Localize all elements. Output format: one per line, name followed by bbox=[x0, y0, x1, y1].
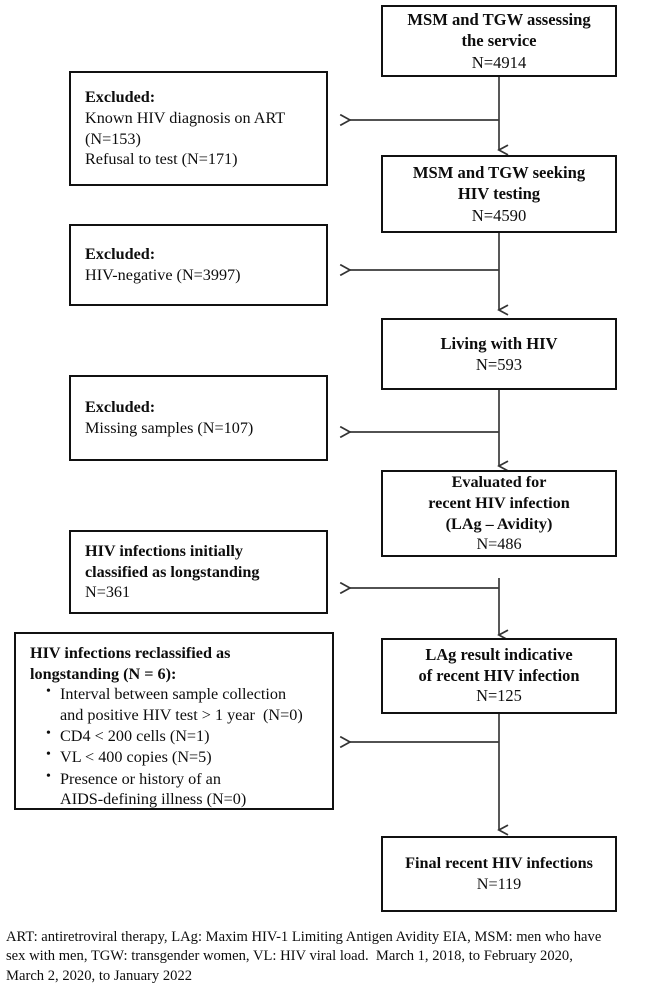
node-seeking-line-2: HIV testing bbox=[457, 184, 541, 204]
node-reclassified-heading-2: longstanding (N = 6): bbox=[30, 664, 177, 683]
node-assessing-count: N=4914 bbox=[471, 52, 527, 72]
list-item: VL < 400 copies (N=5) bbox=[46, 746, 303, 767]
footnote-line-3: March 2, 2020, to January 2022 bbox=[6, 967, 193, 984]
node-lag-result: LAg result indicative of recent HIV infe… bbox=[381, 638, 617, 714]
node-evaluated-line-3: (LAg – Avidity) bbox=[445, 514, 553, 533]
node-excluded-2: Excluded: HIV-negative (N=3997) bbox=[69, 224, 328, 306]
node-excluded-2-line-1: HIV-negative (N=3997) bbox=[85, 266, 241, 284]
reclassified-bullet-1-line-1: Interval between sample collection bbox=[60, 685, 287, 704]
node-assessing-line-2: the service bbox=[461, 31, 537, 51]
node-initially-longstanding-count: N=361 bbox=[85, 583, 131, 602]
node-assessing-line-1: MSM and TGW assessing bbox=[407, 10, 591, 30]
node-living-with-hiv-line-1: Living with HIV bbox=[440, 333, 558, 353]
node-excluded-1: Excluded: Known HIV diagnosis on ART (N=… bbox=[69, 71, 328, 186]
node-excluded-1-heading: Excluded: bbox=[85, 88, 156, 107]
node-reclassified-longstanding: HIV infections reclassified as longstand… bbox=[14, 632, 334, 810]
figure-footnote: ART: antiretroviral therapy, LAg: Maxim … bbox=[6, 928, 636, 986]
node-initially-longstanding-line-1: HIV infections initially bbox=[85, 542, 243, 561]
reclassified-bullet-2-line-1: CD4 < 200 cells (N=1) bbox=[60, 726, 210, 745]
node-lag-result-line-1: LAg result indicative bbox=[425, 644, 573, 664]
reclassified-bullet-4-line-1: Presence or history of an bbox=[60, 769, 221, 788]
node-assessing: MSM and TGW assessing the service N=4914 bbox=[381, 5, 617, 77]
node-excluded-1-line-2: (N=153) bbox=[85, 129, 141, 148]
node-reclassified-heading-1: HIV infections reclassified as bbox=[30, 644, 231, 662]
node-excluded-2-heading: Excluded: bbox=[85, 245, 156, 264]
reclassified-bullet-4-line-2: AIDS-defining illness (N=0) bbox=[60, 790, 247, 809]
node-evaluated-line-2: recent HIV infection bbox=[428, 493, 570, 512]
node-seeking-line-1: MSM and TGW seeking bbox=[412, 163, 586, 183]
reclassified-bullet-3-line-1: VL < 400 copies (N=5) bbox=[60, 748, 212, 767]
node-living-with-hiv: Living with HIV N=593 bbox=[381, 318, 617, 390]
list-item: Presence or history of an AIDS-defining … bbox=[46, 768, 303, 810]
node-final-recent-count: N=119 bbox=[476, 875, 522, 893]
node-excluded-3: Excluded: Missing samples (N=107) bbox=[69, 375, 328, 461]
node-lag-result-count: N=125 bbox=[476, 686, 522, 706]
reclassified-bullet-1-line-2: and positive HIV test > 1 year (N=0) bbox=[60, 705, 303, 724]
node-excluded-1-line-3: Refusal to test (N=171) bbox=[85, 150, 238, 169]
node-seeking-count: N=4590 bbox=[471, 205, 527, 225]
node-initially-longstanding-line-2: classified as longstanding bbox=[85, 562, 260, 581]
node-excluded-3-heading: Excluded: bbox=[85, 398, 156, 417]
node-evaluated-line-1: Evaluated for bbox=[451, 473, 547, 492]
node-initially-longstanding: HIV infections initially classified as l… bbox=[69, 530, 328, 614]
node-final-recent-line-1: Final recent HIV infections bbox=[405, 854, 593, 873]
node-evaluated: Evaluated for recent HIV infection (LAg … bbox=[381, 470, 617, 557]
node-seeking: MSM and TGW seeking HIV testing N=4590 bbox=[381, 155, 617, 233]
node-excluded-3-line-1: Missing samples (N=107) bbox=[85, 419, 254, 437]
footnote-line-1: ART: antiretroviral therapy, LAg: Maxim … bbox=[6, 929, 602, 945]
node-evaluated-count: N=486 bbox=[476, 535, 522, 554]
footnote-line-2: sex with men, TGW: transgender women, VL… bbox=[6, 948, 573, 965]
node-lag-result-line-2: of recent HIV infection bbox=[418, 665, 580, 685]
node-final-recent: Final recent HIV infections N=119 bbox=[381, 836, 617, 912]
list-item: CD4 < 200 cells (N=1) bbox=[46, 725, 303, 746]
list-item: Interval between sample collection and p… bbox=[46, 683, 303, 725]
reclassified-reason-list: Interval between sample collection and p… bbox=[16, 683, 309, 810]
node-living-with-hiv-count: N=593 bbox=[475, 355, 523, 374]
node-excluded-1-line-1: Known HIV diagnosis on ART bbox=[85, 108, 286, 127]
